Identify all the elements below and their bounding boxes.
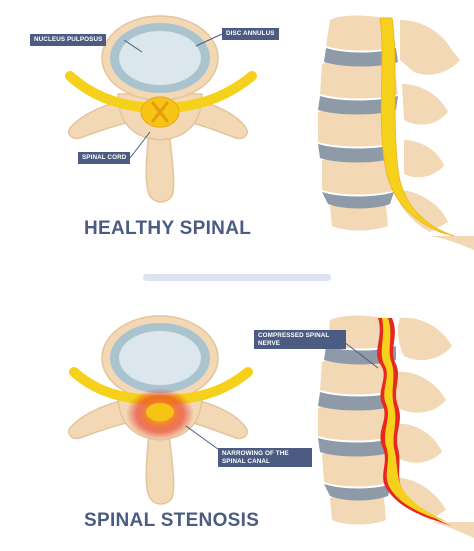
label-compressed-spinal-nerve: COMPRESSED SPINAL NERVE <box>254 330 346 350</box>
stenosis-vertebra <box>68 315 253 505</box>
compressed-nerve-yellow <box>381 318 448 522</box>
spinal-cord-grey-matter <box>151 101 169 123</box>
transverse-process-right <box>189 399 248 440</box>
nucleus-pulposus <box>119 331 201 385</box>
spinous-process <box>145 119 175 203</box>
label-narrowing-spinal-canal: NARROWING OF THE SPINAL CANAL <box>218 448 312 468</box>
section-divider <box>143 274 331 281</box>
healthy-vertebra <box>65 15 257 203</box>
label-disc-annulus: DISC ANNULUS <box>222 28 279 40</box>
title-spinal-stenosis: SPINAL STENOSIS <box>84 510 260 531</box>
title-healthy-spinal: HEALTHY SPINAL <box>84 218 252 239</box>
spinous-process <box>145 423 175 505</box>
transverse-process-left <box>68 99 131 140</box>
spinal-canal-healthy <box>379 17 455 237</box>
healthy-side-view <box>318 15 474 250</box>
transverse-process-right <box>189 99 248 140</box>
stenosis-side-view <box>318 315 474 538</box>
transverse-process-left <box>68 399 131 440</box>
label-nucleus-pulposus: NUCLEUS PULPOSUS <box>30 34 107 46</box>
compressed-cord <box>146 403 174 421</box>
label-spinal-cord: SPINAL CORD <box>78 152 131 164</box>
nucleus-pulposus <box>119 31 201 85</box>
